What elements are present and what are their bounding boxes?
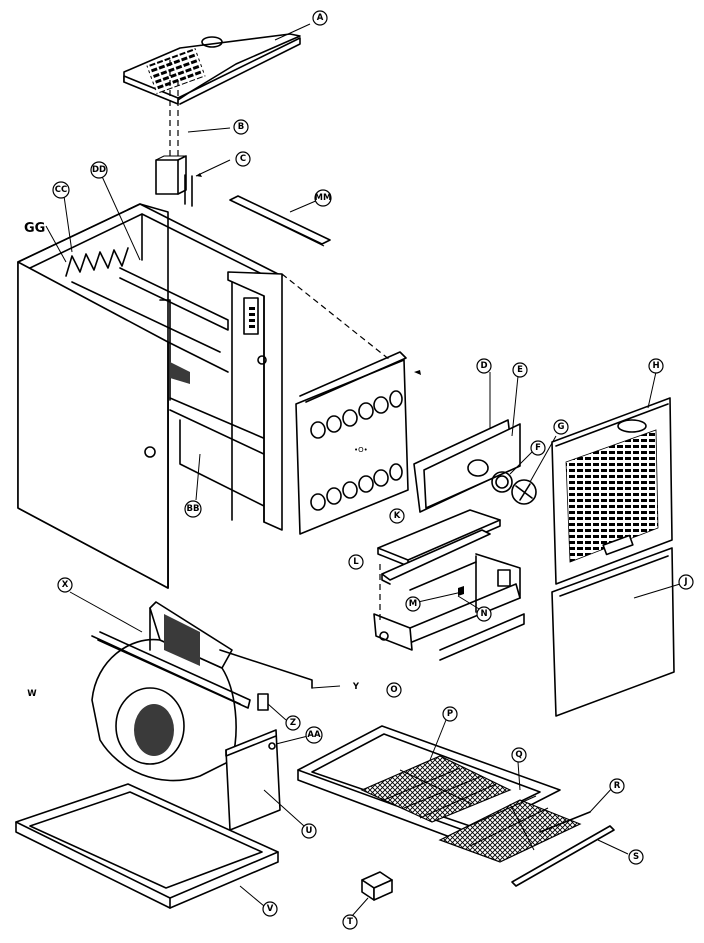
svg-text:CC: CC (55, 185, 67, 195)
block-part (351, 871, 393, 917)
svg-text:AA: AA (307, 730, 321, 740)
callout-v: V (262, 901, 278, 917)
callout-s: S (628, 849, 644, 865)
svg-text:G: G (558, 422, 565, 432)
svg-text:T: T (347, 917, 353, 927)
callout-bb: BB (184, 500, 202, 518)
svg-text:K: K (394, 511, 401, 521)
svg-text:W: W (27, 689, 37, 699)
burner-frame-part (373, 553, 525, 661)
callout-d: D (476, 358, 492, 374)
callout-e: E (512, 362, 528, 378)
svg-text:O: O (390, 685, 397, 695)
callout-dd: DD (90, 161, 108, 179)
bracket-part (155, 127, 231, 195)
blower-housing-part (69, 591, 341, 782)
manifold-bracket-part (381, 529, 491, 585)
svg-text:Y: Y (352, 682, 360, 692)
svg-text:X: X (62, 580, 69, 590)
callout-m: M (405, 596, 421, 612)
side-rail-part (511, 825, 629, 887)
svg-text:H: H (652, 361, 659, 371)
burner-ports-bottom (310, 463, 403, 511)
callout-y: Y (352, 682, 360, 692)
svg-text:V: V (267, 904, 274, 914)
callout-c: C (235, 151, 251, 167)
svg-text:•O•: •O• (354, 446, 368, 454)
svg-text:Q: Q (515, 750, 522, 760)
lower-door-part (551, 547, 681, 717)
callout-b: B (233, 119, 249, 135)
svg-text:D: D (480, 361, 487, 371)
callout-t: T (342, 914, 358, 930)
blower-clip-part (257, 693, 287, 721)
callout-z: Z (285, 715, 301, 731)
callout-x: X (57, 577, 73, 593)
callout-u: U (301, 823, 317, 839)
screw-part (184, 159, 231, 207)
control-box-part (225, 729, 309, 831)
svg-text:F: F (535, 443, 541, 453)
filter-part (438, 761, 582, 863)
callout-mm: MM (314, 189, 332, 207)
callout-k: K (389, 508, 405, 524)
furnace-cabinet (17, 203, 283, 589)
svg-text:J: J (683, 577, 687, 587)
filter-edge-strip-part (539, 785, 615, 833)
callout-n: N (476, 606, 492, 622)
svg-text:BB: BB (187, 504, 200, 514)
callout-r: R (609, 778, 625, 794)
svg-text:M: M (409, 599, 417, 609)
top-panel-vents (146, 48, 206, 94)
callout-q: Q (511, 747, 527, 763)
svg-text:C: C (240, 154, 246, 164)
callout-h: H (648, 358, 664, 374)
callout-aa: AA (305, 726, 323, 744)
callout-g: G (553, 419, 569, 435)
svg-text:DD: DD (92, 165, 106, 175)
svg-text:E: E (517, 365, 523, 375)
svg-text:P: P (447, 709, 453, 719)
svg-text:S: S (633, 852, 639, 862)
gg-label: GG (24, 221, 45, 236)
svg-text:N: N (480, 609, 487, 619)
burner-ports-top (310, 390, 403, 439)
callout-p: P (442, 706, 458, 722)
callout-cc: CC (52, 181, 70, 199)
collector-box-part (413, 372, 521, 513)
mm-rail-part (229, 195, 331, 247)
svg-text:L: L (353, 557, 359, 567)
callout-a: A (312, 10, 328, 26)
upper-door-part (551, 371, 673, 585)
svg-text:MM: MM (315, 193, 332, 203)
callout-j: J (678, 574, 694, 590)
svg-text:U: U (306, 826, 313, 836)
top-panel-part (123, 23, 311, 105)
svg-text:R: R (614, 781, 621, 791)
base-pan-part (15, 783, 279, 909)
callout-l: L (348, 554, 364, 570)
svg-text:Z: Z (290, 718, 296, 728)
svg-text:A: A (317, 13, 324, 23)
callout-o: O (386, 682, 402, 698)
svg-text:B: B (238, 122, 244, 132)
gasket-part (491, 451, 533, 493)
callout-f: F (530, 440, 546, 456)
burner-front-panel: •O• (295, 351, 421, 535)
gg-serration (65, 247, 129, 277)
callout-w: W (27, 689, 37, 699)
